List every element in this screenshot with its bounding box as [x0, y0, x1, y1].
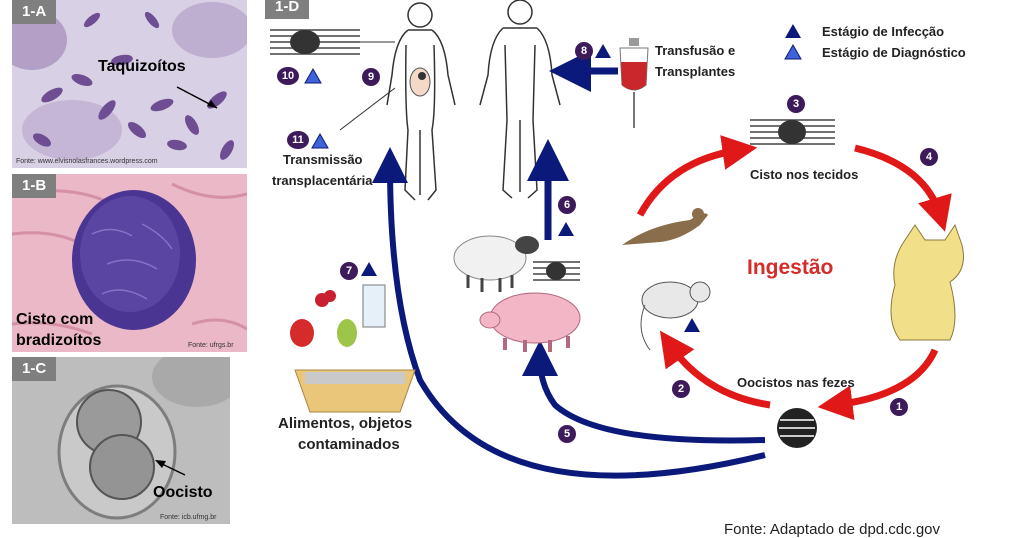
- stage-2-badge: 2: [672, 380, 690, 398]
- cyst-tissue-icon-6: [533, 261, 580, 281]
- oocyst-micrograph: [12, 357, 230, 524]
- stage-8-badge: 8: [575, 42, 593, 60]
- red-arrow-bottom-right: [817, 348, 939, 421]
- stage-1-badge: 1: [890, 398, 908, 416]
- oocysts-feces-label: Oocistos nas fezes: [737, 375, 855, 390]
- panel-1a-source: Fonte: www.elvisnolasfrances.wordpress.c…: [16, 158, 158, 165]
- red-arrow-top-right: [854, 144, 952, 232]
- cyst-tissues-label: Cisto nos tecidos: [750, 167, 859, 182]
- panel-1a-label: 1-A: [12, 0, 57, 24]
- legend-diagnostic: Estágio de Diagnóstico: [822, 45, 966, 60]
- panel-1c-label: 1-C: [12, 357, 57, 381]
- tachyzoites-micrograph: [12, 0, 247, 168]
- food-label-line2: contaminados: [298, 436, 400, 453]
- human-male-figure: [479, 0, 561, 199]
- cyst-caption-line2: bradizoítos: [16, 332, 102, 349]
- transplacental-pointer: [339, 87, 396, 131]
- panel-1d-label: 1-D: [265, 0, 310, 19]
- stage-11-badge: 11: [287, 131, 309, 149]
- red-arrow-top-left: [636, 135, 758, 217]
- panel-1c-source: Fonte: icb.ufmg.br: [160, 514, 217, 521]
- oocyst-caption: Oocisto: [153, 484, 213, 501]
- food-fruit-icon: [290, 284, 386, 347]
- stage-6-badge: 6: [558, 196, 576, 214]
- panel-1c-oocyst: 1-C Oocisto Fonte: icb.ufmg.br: [12, 357, 230, 524]
- food-label-line1: Alimentos, objetos: [278, 415, 413, 432]
- transfusion-label-line1: Transfusão e: [655, 43, 736, 58]
- legend-infection: Estágio de Infecção: [822, 24, 945, 39]
- infection-stage-markers: [361, 24, 801, 332]
- blue-arrow-to-human: [372, 147, 766, 479]
- panel-1b-source: Fonte: ufrgs.br: [188, 342, 234, 349]
- stage-7-badge: 7: [340, 262, 358, 280]
- human-female-figure: [386, 2, 456, 201]
- panel-1b-cyst: 1-B Cisto com bradizoítos Fonte: ufrgs.b…: [12, 174, 247, 352]
- cyst-tissue-icon-10: [270, 29, 360, 55]
- panel-1a-tachyzoites: 1-A Taquizoítos Fonte: www.elvisnolasfra…: [12, 0, 247, 168]
- ingestion-label: Ingestão: [747, 256, 834, 279]
- blood-bag-icon: [619, 38, 649, 128]
- fetus-icon: [409, 67, 431, 97]
- stage-3-badge: 3: [787, 95, 805, 113]
- blue-arrow-to-livestock: [522, 340, 766, 444]
- cat-icon: [890, 223, 964, 341]
- mouse-icon: [640, 281, 711, 351]
- transplacental-label-line2: transplacentária: [272, 173, 373, 188]
- panel-1b-label: 1-B: [12, 174, 57, 198]
- litter-box-icon: [294, 369, 416, 413]
- cyst-tissue-icon-3: [750, 119, 835, 145]
- pig-icon: [479, 292, 581, 352]
- cyst-micrograph: [12, 174, 247, 352]
- stage-4-badge: 4: [920, 148, 938, 166]
- stage-9-badge: 9: [362, 68, 380, 86]
- diagnostic-stage-markers: [304, 43, 802, 149]
- cyst-caption-line1: Cisto com: [16, 311, 94, 328]
- stage-10-badge: 10: [277, 67, 299, 85]
- transfusion-label-line2: Transplantes: [655, 64, 736, 79]
- transplacental-label-line1: Transmissão: [283, 152, 363, 167]
- sheep-icon: [453, 235, 539, 292]
- source-footer: Fonte: Adaptado de dpd.cdc.gov: [724, 521, 940, 538]
- tachyzoites-caption: Taquizoítos: [98, 58, 186, 75]
- red-arrow-bottom-left: [659, 330, 771, 409]
- stage-5-badge: 5: [558, 425, 576, 443]
- oocyst-feces-icon: [777, 408, 817, 448]
- bird-icon: [622, 208, 708, 245]
